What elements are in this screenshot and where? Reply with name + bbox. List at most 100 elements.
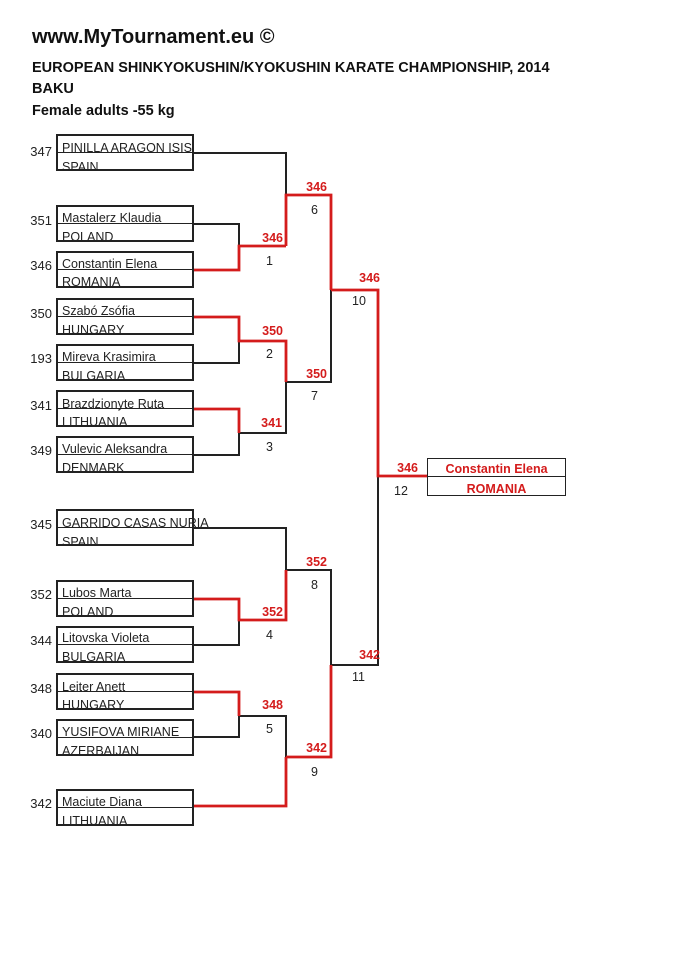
competitor-name: Szabó Zsófia (62, 304, 135, 318)
win-path-bout2 (194, 315, 288, 382)
line-bout7 (286, 290, 332, 383)
champion-country: ROMANIA (466, 482, 527, 496)
bout-number: 9 (311, 765, 318, 779)
championship-title: EUROPEAN SHINKYOKUSHIN/KYOKUSHIN KARATE … (32, 60, 550, 76)
competitor-country: HUNGARY (62, 698, 125, 712)
bout-winner: 346 (262, 231, 283, 245)
line-351 (194, 223, 240, 246)
competitor-box (56, 580, 194, 617)
competitor-box (56, 205, 194, 242)
win-path-bout9 (286, 665, 333, 759)
site-title: www.MyTournament.eu © (32, 26, 275, 48)
seed-number: 351 (30, 213, 52, 228)
bout-winner: 352 (306, 555, 327, 569)
bout-winner: 341 (261, 416, 282, 430)
seed-number: 350 (30, 306, 52, 321)
competitor-box (56, 673, 194, 710)
bout-winner: 352 (262, 605, 283, 619)
seed-number: 341 (30, 398, 52, 413)
line-344 (194, 620, 240, 646)
competitor-country: POLAND (62, 605, 114, 619)
bout-number: 7 (311, 389, 318, 403)
bout-number: 11 (352, 670, 365, 684)
competitor-country: LITHUANIA (62, 415, 128, 429)
bout-number: 10 (352, 294, 366, 308)
line-349 (194, 433, 240, 456)
competitor-box (56, 344, 194, 381)
bout-winner: 346 (359, 271, 380, 285)
win-path-bout10 (331, 288, 427, 478)
competitor-country: LITHUANIA (62, 814, 128, 828)
competitor-name: Vulevic Aleksandra (62, 442, 168, 456)
win-path-342 (194, 757, 288, 808)
competitor-name: Lubos Marta (62, 586, 132, 600)
bout-number: 4 (266, 628, 273, 642)
bout-number: 8 (311, 578, 318, 592)
competitor-name: Leiter Anett (62, 680, 126, 694)
line-193 (194, 341, 240, 364)
competitor-box (56, 251, 194, 288)
competitor-box (56, 789, 194, 826)
bout-number: 1 (266, 254, 273, 268)
win-path-bout6 (284, 193, 333, 290)
line-bout11 (331, 476, 379, 666)
win-path-bout3 (194, 407, 241, 433)
champion-name: Constantin Elena (445, 462, 548, 476)
seed-number: 346 (30, 258, 52, 273)
competitor-country: BULGARIA (62, 650, 126, 664)
competitor-box (56, 436, 194, 473)
bout-number: 5 (266, 722, 273, 736)
competitor-box (56, 626, 194, 663)
win-path-bout1 (194, 244, 286, 272)
competitor-box (56, 298, 194, 335)
competitor-country: BULGARIA (62, 369, 126, 383)
seed-number: 349 (30, 443, 52, 458)
competitor-name: Maciute Diana (62, 795, 142, 809)
champion-box (427, 458, 566, 496)
bout-winner: 346 (306, 180, 327, 194)
seed-number: 348 (30, 681, 52, 696)
seed-number: 347 (30, 144, 52, 159)
competitor-country: HUNGARY (62, 323, 125, 337)
competitor-country: POLAND (62, 230, 114, 244)
championship-city: BAKU (32, 81, 74, 97)
bout-winner: 350 (262, 324, 283, 338)
competitor-country: SPAIN (62, 160, 99, 174)
bout-number: 6 (311, 203, 318, 217)
competitor-name: GARRIDO CASAS NURIA (62, 516, 209, 530)
line-bout8 (286, 569, 332, 665)
competitor-country: DENMARK (62, 461, 125, 475)
bout-winner: 346 (397, 461, 418, 475)
bout-winner: 350 (306, 367, 327, 381)
competitor-name: Brazdzionyte Ruta (62, 397, 165, 411)
seed-number: 342 (30, 796, 52, 811)
competitor-box (56, 390, 194, 427)
competitor-box (56, 719, 194, 756)
bout-winner: 348 (262, 698, 283, 712)
win-path-bout5 (194, 690, 241, 716)
line-347 (194, 152, 287, 195)
seed-number: 344 (30, 633, 52, 648)
bout-number: 2 (266, 347, 273, 361)
competitor-name: Mireva Krasimira (62, 350, 156, 364)
competitor-country: ROMANIA (62, 275, 121, 289)
weight-division: Female adults -55 kg (32, 103, 175, 119)
competitor-box (56, 509, 194, 546)
competitor-name: Litovska Violeta (62, 631, 150, 645)
win-path-bout4 (194, 570, 288, 622)
seed-number: 340 (30, 726, 52, 741)
competitor-name: PINILLA ARAGON ISIS (62, 141, 192, 155)
bout-number: 12 (394, 484, 408, 498)
competitor-box (56, 134, 194, 171)
competitor-name: YUSIFOVA MIRIANE (62, 725, 180, 739)
bout-winner: 342 (359, 648, 380, 662)
competitor-country: SPAIN (62, 535, 99, 549)
bout-number: 3 (266, 440, 273, 454)
competitor-name: Constantin Elena (62, 257, 158, 271)
competitor-name: Mastalerz Klaudia (62, 211, 162, 225)
line-345 (194, 527, 287, 570)
seed-number: 352 (30, 587, 52, 602)
seed-number: 193 (30, 351, 52, 366)
line-bout3 (239, 382, 287, 434)
